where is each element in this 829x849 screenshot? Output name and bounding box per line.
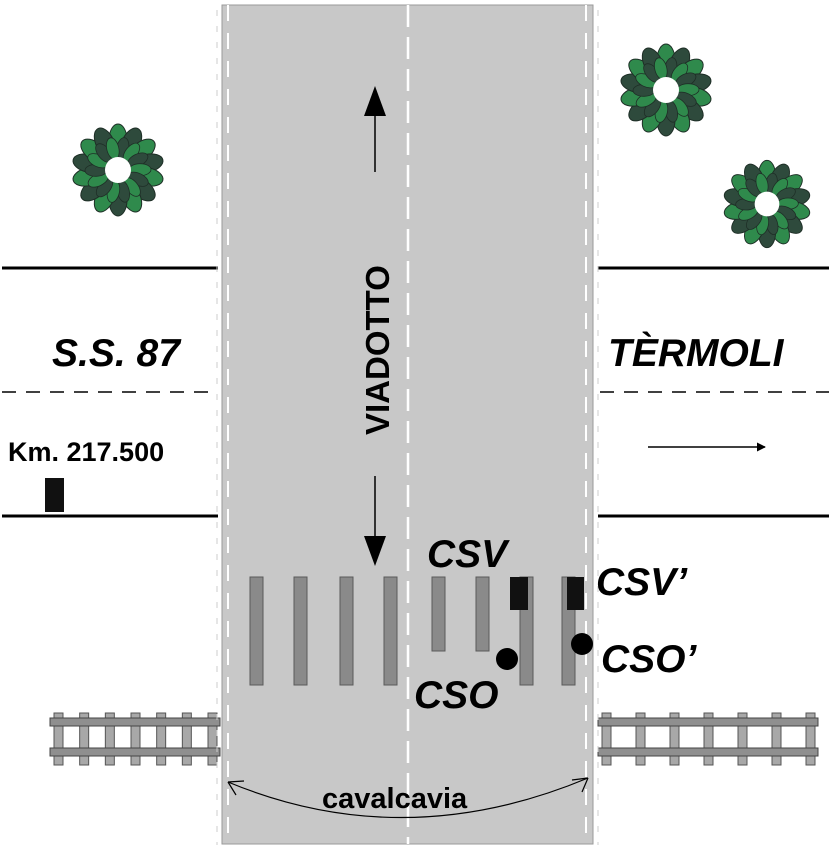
railway-track-icon (49, 712, 819, 766)
railway-track-segment (49, 712, 221, 766)
overpass-arrow-right-icon (571, 777, 589, 793)
sensor-csv-label: CSV (427, 533, 510, 576)
sensor-csv-prime-label: CSV’ (596, 561, 688, 604)
arrow-up-head (364, 86, 386, 116)
overpass-arrow-left-icon (227, 780, 245, 796)
sensor-csv-prime-block (567, 577, 584, 610)
sensor-csv-block (510, 577, 528, 610)
arrow-down-head (364, 536, 386, 566)
pier (475, 576, 490, 652)
viaduct (216, 4, 599, 845)
km-marker-label: Km. 217.500 (8, 437, 164, 467)
sensors (496, 577, 593, 670)
pier (293, 576, 308, 686)
railway-track-segment (597, 712, 819, 766)
pier (339, 576, 354, 686)
viaduct-label: VIADOTTO (359, 265, 396, 435)
pier (383, 576, 398, 686)
trees (72, 43, 811, 249)
overpass-arc (227, 777, 589, 819)
sensor-cso-label: CSO (414, 674, 499, 717)
marker-post-icon (45, 478, 64, 512)
overpass-label: cavalcavia (322, 783, 468, 815)
piers (249, 576, 576, 686)
sensor-dot-icon (571, 633, 593, 655)
pier (431, 576, 446, 652)
sensor-dot-icon (496, 648, 518, 670)
pier (249, 576, 264, 686)
tree-icon (723, 159, 811, 249)
road (2, 266, 829, 518)
tree-icon (620, 43, 712, 137)
road-name-right: TÈRMOLI (608, 331, 785, 375)
tree-icon (72, 123, 164, 217)
road-name-left: S.S. 87 (52, 332, 182, 375)
sensor-cso-prime-label: CSO’ (601, 638, 698, 681)
